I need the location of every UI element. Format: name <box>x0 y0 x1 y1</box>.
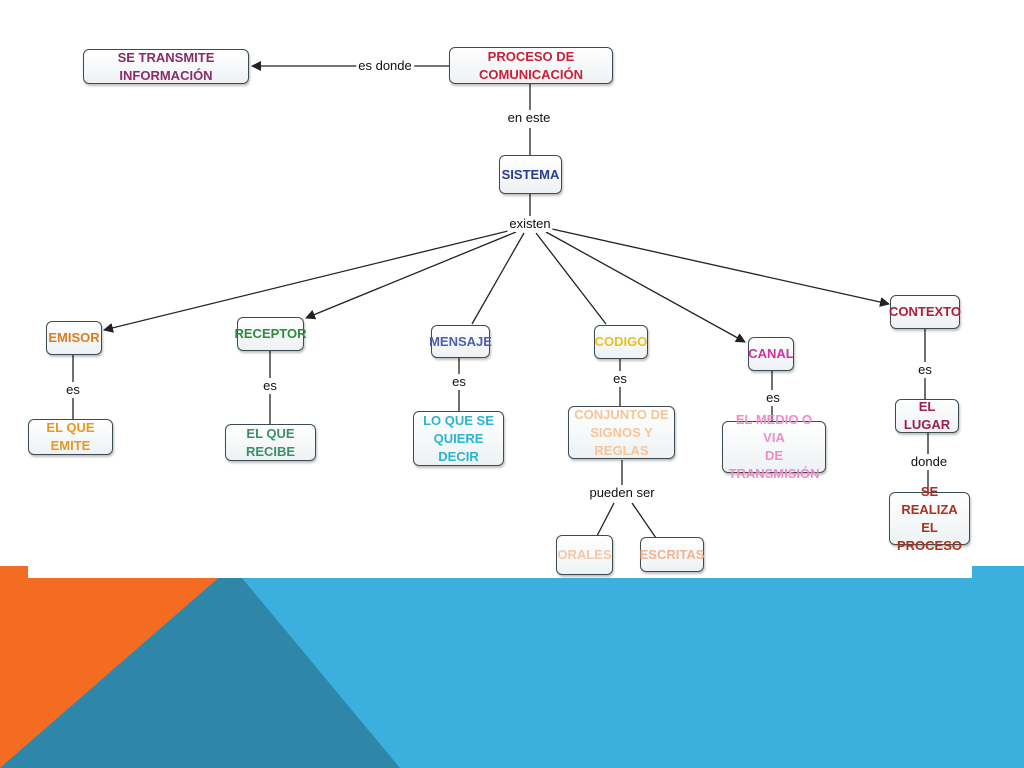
node-conjunto-de-signos-y-reglas: CONJUNTO DE SIGNOS Y REGLAS <box>568 406 675 459</box>
node-mensaje: MENSAJE <box>429 325 492 358</box>
link-en-este: en este <box>505 110 553 126</box>
node-el-que-recibe: EL QUE RECIBE <box>225 424 316 461</box>
link-es-emisor: es <box>64 382 82 398</box>
line-pueden-ser-escritas <box>631 502 657 539</box>
line-existen-contexto <box>551 228 890 307</box>
node-escritas: ESCRITAS <box>640 537 704 572</box>
node-canal: CANAL <box>748 337 794 371</box>
line-existen-mensaje <box>471 232 525 325</box>
link-es-receptor: es <box>261 378 279 394</box>
line-existen-canal <box>545 231 746 343</box>
node-sistema: SISTEMA <box>499 155 562 194</box>
node-contexto: CONTEXTO <box>889 295 961 329</box>
link-es-codigo: es <box>611 371 629 387</box>
link-es-canal: es <box>764 390 782 406</box>
node-el-que-emite: EL QUE EMITE <box>28 419 113 455</box>
node-orales: ORALES <box>556 535 613 575</box>
link-existen: existen <box>507 216 553 232</box>
node-proceso-de-comunicacion: PROCESO DE COMUNICACIÓN <box>449 47 613 84</box>
line-pueden-ser-orales <box>596 502 615 537</box>
link-donde: donde <box>908 454 950 470</box>
node-lo-que-se-quiere-decir: LO QUE SE QUIERE DECIR <box>413 411 504 466</box>
dark-blue-triangle <box>0 566 400 768</box>
node-se-transmite-informacion: SE TRANSMITE INFORMACIÓN <box>83 49 249 84</box>
node-receptor: RECEPTOR <box>235 317 307 351</box>
link-es-contexto: es <box>916 362 934 378</box>
link-es-donde: es donde <box>356 58 414 74</box>
line-existen-codigo <box>535 232 607 325</box>
node-codigo: CODIGO <box>594 325 648 359</box>
concept-map-panel <box>28 8 972 578</box>
node-el-medio-o-via-de-transmision: EL MEDIO O VIA DE TRANSMISIÓN <box>722 412 826 481</box>
link-pueden-ser: pueden ser <box>587 485 657 501</box>
link-es-mensaje: es <box>450 374 468 390</box>
line-existen-receptor <box>305 231 517 320</box>
node-el-lugar: EL LUGAR <box>895 399 959 433</box>
node-emisor: EMISOR <box>46 321 102 355</box>
node-se-realiza-el-proceso: SE REALIZA EL PROCESO <box>889 484 970 553</box>
line-existen-emisor <box>103 229 513 333</box>
